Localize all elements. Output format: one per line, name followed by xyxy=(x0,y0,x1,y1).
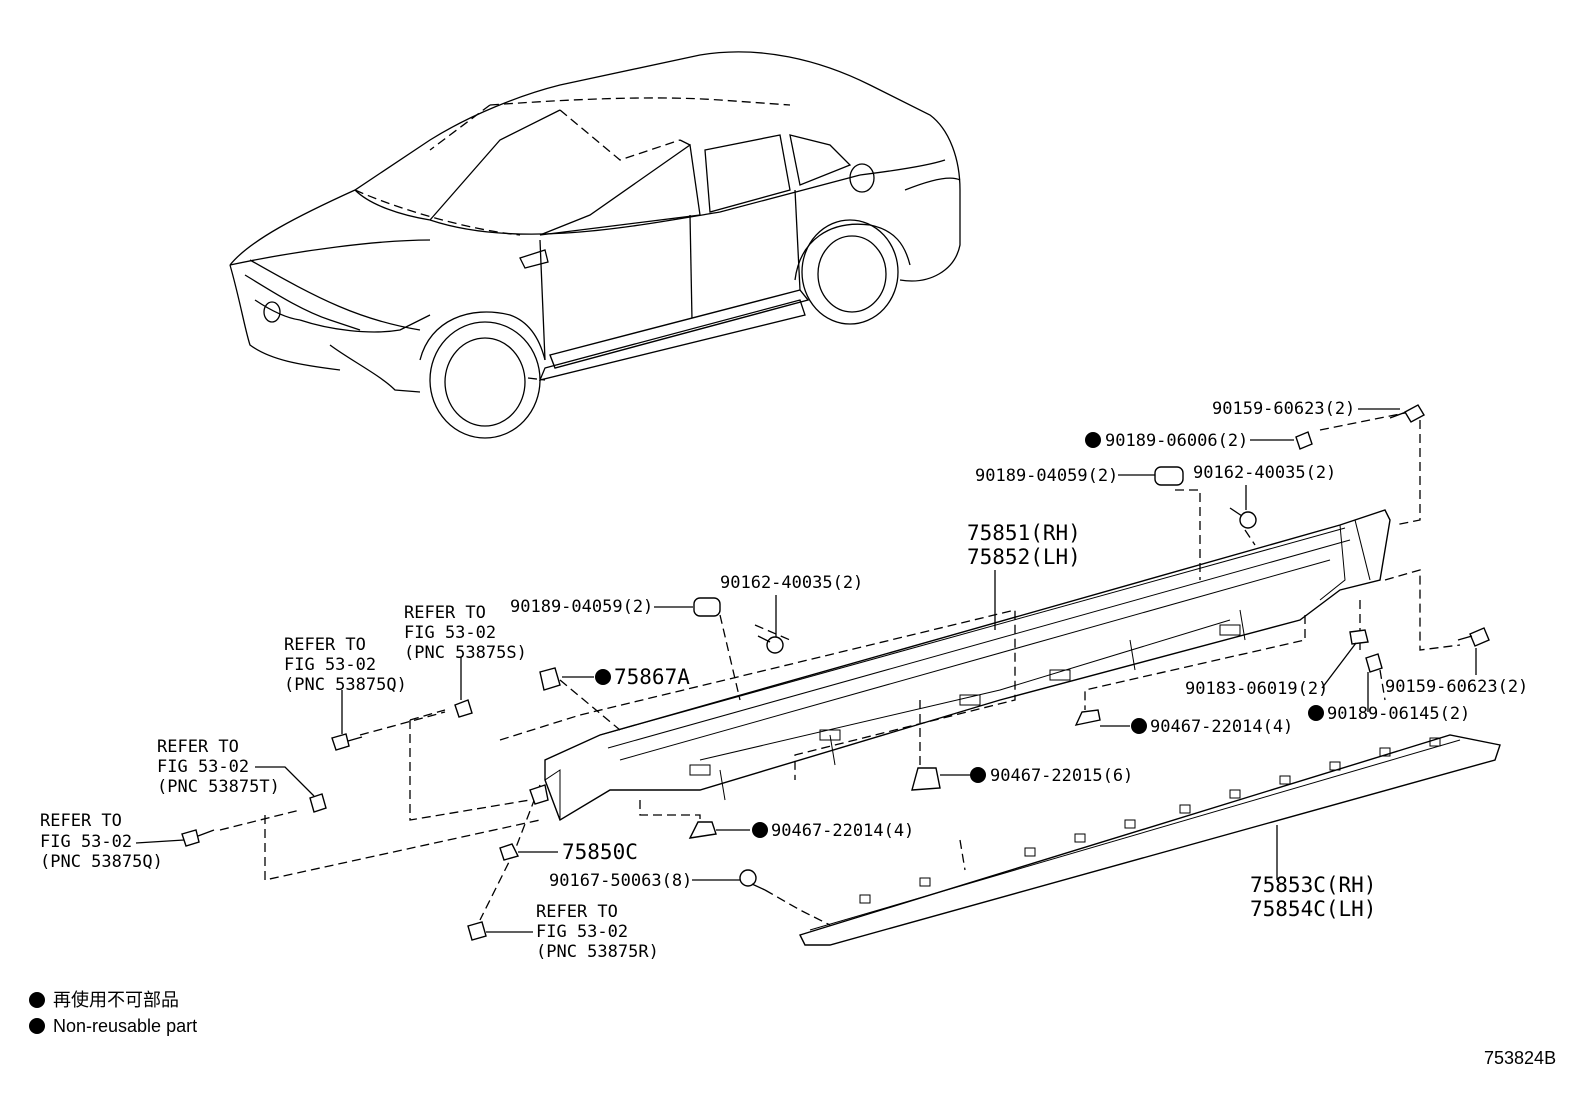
label-90162-40035-left: 90162-40035(2) xyxy=(720,573,863,593)
refer-53875r-icon xyxy=(467,921,487,941)
label-90189-04059-left: 90189-04059(2) xyxy=(510,597,653,617)
refer-line: REFER TO xyxy=(404,603,486,623)
bolt-icon xyxy=(1389,404,1425,423)
label-90467-22014-right: 90467-22014(4) xyxy=(1150,717,1293,737)
refer-53875r: REFER TO FIG 53-02 (PNC 53875R) xyxy=(536,902,659,962)
screw-90167-50063-icon xyxy=(739,869,766,891)
screw-90162-right-icon xyxy=(1229,507,1257,529)
refer-line: REFER TO xyxy=(40,811,122,831)
rocker-panel xyxy=(544,509,1391,822)
label-90467-22015: 90467-22015(6) xyxy=(990,766,1133,786)
label-90167-50063: 90167-50063(8) xyxy=(549,871,692,891)
clip-90189-04059-left-icon xyxy=(693,597,721,617)
clip-75850c-icon xyxy=(499,843,520,861)
label-75851-rh: 75851(RH) xyxy=(967,521,1081,545)
vehicle-illustration xyxy=(229,51,961,439)
label-75850c: 75850C xyxy=(562,840,638,864)
side-garnish xyxy=(799,734,1501,946)
label-75852-lh: 75852(LH) xyxy=(967,545,1081,569)
label-90183-06019: 90183-06019(2) xyxy=(1185,679,1328,699)
label-90159-60623-top: 90159-60623(2) xyxy=(1212,399,1355,419)
clip-90467-22014-right-icon xyxy=(1074,709,1101,726)
bolt-mid-right-icon xyxy=(1457,627,1490,647)
label-90162-40035-right: 90162-40035(2) xyxy=(1193,463,1336,483)
refer-53875q-upper: REFER TO FIG 53-02 (PNC 53875Q) xyxy=(284,635,407,695)
refer-53875q-upper-icon xyxy=(331,733,363,751)
refer-line: (PNC 53875R) xyxy=(536,942,659,962)
leader-lines xyxy=(135,408,1477,933)
refer-line: REFER TO xyxy=(284,635,366,655)
clip-90189-06145-icon xyxy=(1365,653,1383,673)
legend-en: Non-reusable part xyxy=(53,1016,197,1036)
clip-90467-22014-left-icon xyxy=(688,821,717,839)
refer-line: (PNC 53875Q) xyxy=(40,852,163,872)
refer-notes: REFER TO FIG 53-02 (PNC 53875S) REFER TO… xyxy=(40,603,659,962)
legend: 再使用不可部品 Non-reusable part xyxy=(53,990,197,1036)
refer-line: (PNC 53875Q) xyxy=(284,675,407,695)
label-90189-06006: 90189-06006(2) xyxy=(1105,431,1248,451)
clip-75867a-icon xyxy=(539,667,561,691)
clip-90183-06019-icon xyxy=(1349,629,1369,645)
refer-line: FIG 53-02 xyxy=(536,922,628,942)
refer-line: REFER TO xyxy=(536,902,618,922)
refer-line: REFER TO xyxy=(157,737,239,757)
fasteners xyxy=(181,404,1490,941)
garnish-clip-tabs xyxy=(859,737,1441,904)
label-90159-60623-mid: 90159-60623(2) xyxy=(1385,677,1528,697)
clip-90189-06006-icon xyxy=(1295,431,1313,450)
clip-90189-04059-right-icon xyxy=(1154,466,1184,486)
refer-line: FIG 53-02 xyxy=(404,623,496,643)
refer-53875s: REFER TO FIG 53-02 (PNC 53875S) xyxy=(404,603,527,663)
label-75867a: 75867A xyxy=(614,665,690,689)
refer-line: FIG 53-02 xyxy=(40,832,132,852)
refer-53875q-lower: REFER TO FIG 53-02 (PNC 53875Q) xyxy=(40,811,163,872)
part-labels: 75851(RH) 75852(LH) 75853C(RH) 75854C(LH… xyxy=(510,399,1528,921)
refer-53875q-lower-icon xyxy=(181,829,215,847)
refer-line: FIG 53-02 xyxy=(284,655,376,675)
label-90189-04059-right: 90189-04059(2) xyxy=(975,466,1118,486)
refer-53875t-icon xyxy=(309,793,327,813)
non-reusable-markers xyxy=(29,432,1324,1034)
refer-line: (PNC 53875S) xyxy=(404,643,527,663)
legend-jp: 再使用不可部品 xyxy=(53,990,179,1010)
clip-90467-22015-icon xyxy=(911,767,941,791)
label-90467-22014-left: 90467-22014(4) xyxy=(771,821,914,841)
refer-53875s-icon xyxy=(454,699,473,718)
label-75854c-lh: 75854C(LH) xyxy=(1250,897,1376,921)
refer-53875t: REFER TO FIG 53-02 (PNC 53875T) xyxy=(157,737,280,797)
label-90189-06145: 90189-06145(2) xyxy=(1327,704,1470,724)
label-75853c-rh: 75853C(RH) xyxy=(1250,873,1376,897)
phantom-lines xyxy=(219,409,1461,926)
refer-line: FIG 53-02 xyxy=(157,757,249,777)
refer-line: (PNC 53875T) xyxy=(157,777,280,797)
screw-90162-left-icon xyxy=(757,635,784,654)
diagram-id: 753824B xyxy=(1484,1048,1556,1068)
